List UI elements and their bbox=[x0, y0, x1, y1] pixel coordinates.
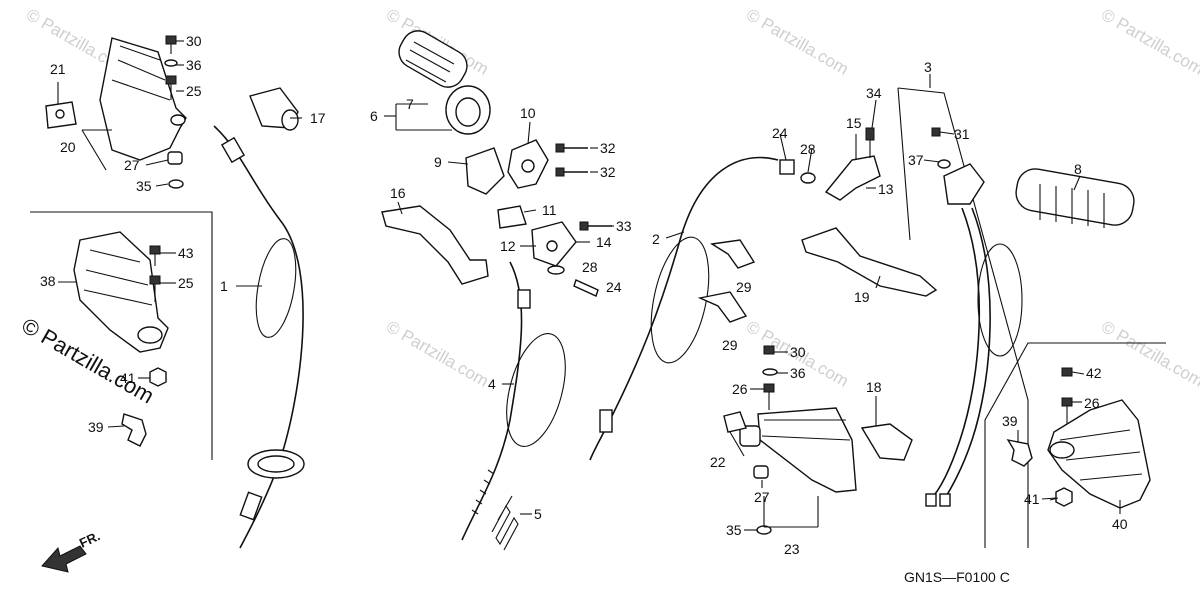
callout-32: 32 bbox=[600, 164, 616, 180]
screws-32 bbox=[555, 143, 588, 177]
callout-6: 6 bbox=[370, 108, 378, 124]
callout-43: 43 bbox=[178, 245, 194, 261]
callout-2: 2 bbox=[652, 231, 660, 247]
callout-leaders bbox=[58, 40, 1082, 531]
throttle-cable-1 bbox=[213, 125, 305, 549]
section-lines bbox=[30, 87, 1166, 548]
callout-39: 39 bbox=[1002, 413, 1018, 429]
callout-4: 4 bbox=[488, 376, 496, 392]
callout-26: 26 bbox=[732, 381, 748, 397]
callout-40: 40 bbox=[1112, 516, 1128, 532]
callout-42: 42 bbox=[1086, 365, 1102, 381]
grip-17 bbox=[249, 87, 299, 131]
callout-27: 27 bbox=[124, 157, 140, 173]
watermark: © Partzilla.com bbox=[1098, 5, 1200, 79]
callout-33: 33 bbox=[616, 218, 632, 234]
callout-41: 41 bbox=[120, 370, 136, 386]
switch-9-10 bbox=[465, 139, 549, 195]
callout-28: 28 bbox=[800, 141, 816, 157]
holder-11-12-14 bbox=[497, 205, 612, 297]
hand-guard-23 bbox=[723, 407, 857, 493]
callout-21: 21 bbox=[50, 61, 66, 77]
callout-41: 41 bbox=[1024, 491, 1040, 507]
callout-11: 11 bbox=[542, 202, 557, 218]
callout-31: 31 bbox=[954, 126, 970, 142]
callout-15: 15 bbox=[846, 115, 862, 131]
callout-29: 29 bbox=[722, 337, 738, 353]
callout-39: 39 bbox=[88, 419, 104, 435]
callout-36: 36 bbox=[186, 57, 202, 73]
callout-27: 27 bbox=[754, 489, 770, 505]
hand-guard-40 bbox=[1047, 399, 1151, 509]
grip-6-7 bbox=[398, 30, 491, 135]
clamps-29 bbox=[697, 239, 756, 323]
callout-3: 3 bbox=[924, 59, 932, 75]
callout-28: 28 bbox=[582, 259, 598, 275]
callout-25: 25 bbox=[186, 83, 202, 99]
switch-harness bbox=[925, 127, 1023, 507]
callout-18: 18 bbox=[866, 379, 882, 395]
callout-13: 13 bbox=[878, 181, 894, 197]
callout-7: 7 bbox=[406, 96, 414, 112]
lever-19 bbox=[801, 227, 938, 297]
callout-20: 20 bbox=[60, 139, 76, 155]
callout-29: 29 bbox=[736, 279, 752, 295]
grip-8 bbox=[1015, 168, 1135, 228]
callout-19: 19 bbox=[854, 289, 870, 305]
callout-22: 22 bbox=[710, 454, 726, 470]
callout-5: 5 bbox=[534, 506, 542, 522]
callout-38: 38 bbox=[40, 273, 56, 289]
callout-32: 32 bbox=[600, 140, 616, 156]
callout-34: 34 bbox=[866, 85, 882, 101]
callout-35: 35 bbox=[136, 178, 152, 194]
callout-35: 35 bbox=[726, 522, 742, 538]
callout-26: 26 bbox=[1084, 395, 1100, 411]
drawing-code: GN1S—F0100 C bbox=[904, 569, 1010, 585]
watermark: © Partzilla.com bbox=[383, 317, 492, 391]
grip-18 bbox=[860, 423, 913, 461]
callout-24: 24 bbox=[772, 125, 788, 141]
callout-9: 9 bbox=[434, 154, 442, 170]
holder-13-15 bbox=[779, 127, 881, 201]
callout-37: 37 bbox=[908, 152, 924, 168]
callout-16: 16 bbox=[390, 185, 406, 201]
callout-30: 30 bbox=[186, 33, 202, 49]
leader-lines bbox=[57, 74, 1121, 528]
front-arrow: FR. bbox=[41, 528, 102, 573]
bolts-right-box bbox=[1006, 367, 1073, 507]
callout-10: 10 bbox=[520, 105, 536, 121]
callouts: 1 2 3 4 5 6 7 8 9 10 11 12 13 14 15 16 1… bbox=[40, 33, 1128, 557]
callout-36: 36 bbox=[790, 365, 806, 381]
callout-12: 12 bbox=[500, 238, 516, 254]
spring-5 bbox=[491, 495, 519, 551]
callout-24: 24 bbox=[606, 279, 622, 295]
callout-30: 30 bbox=[790, 344, 806, 360]
hand-guard-left-upper bbox=[99, 37, 187, 161]
hand-guard-38 bbox=[73, 231, 169, 353]
callout-14: 14 bbox=[596, 234, 612, 250]
callout-8: 8 bbox=[1074, 161, 1082, 177]
watermark: © Partzilla.com bbox=[1098, 317, 1200, 391]
bolts-top-left bbox=[164, 35, 184, 189]
cable-2 bbox=[589, 156, 779, 461]
callout-17: 17 bbox=[310, 110, 326, 126]
bolts-left-box bbox=[121, 245, 167, 447]
front-arrow-label: FR. bbox=[77, 528, 102, 550]
clutch-cable-4 bbox=[461, 261, 566, 541]
callout-23: 23 bbox=[784, 541, 800, 557]
watermark: © Partzilla.com bbox=[743, 5, 852, 79]
bolts-23 bbox=[753, 345, 778, 535]
callout-1: 1 bbox=[220, 278, 228, 294]
bracket-21 bbox=[45, 101, 77, 129]
lever-16 bbox=[381, 205, 489, 285]
callout-25: 25 bbox=[178, 275, 194, 291]
